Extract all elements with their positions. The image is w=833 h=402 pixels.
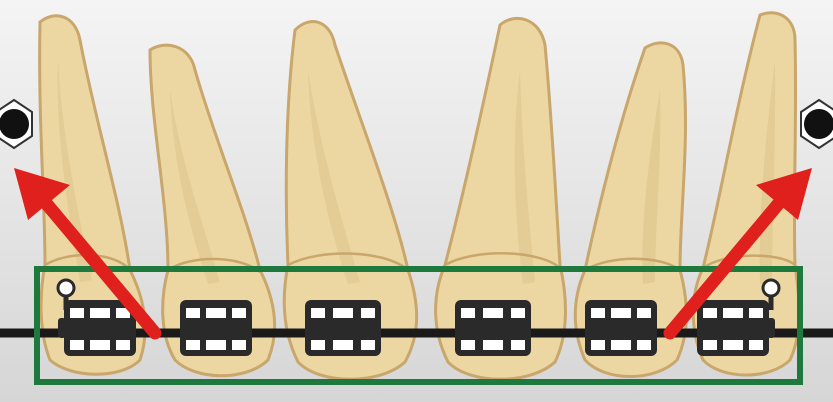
bracket bbox=[455, 300, 531, 356]
bracket bbox=[180, 300, 252, 356]
bracket bbox=[585, 300, 657, 356]
bracket bbox=[58, 300, 136, 356]
bracket bbox=[697, 300, 775, 356]
bracket bbox=[305, 300, 381, 356]
